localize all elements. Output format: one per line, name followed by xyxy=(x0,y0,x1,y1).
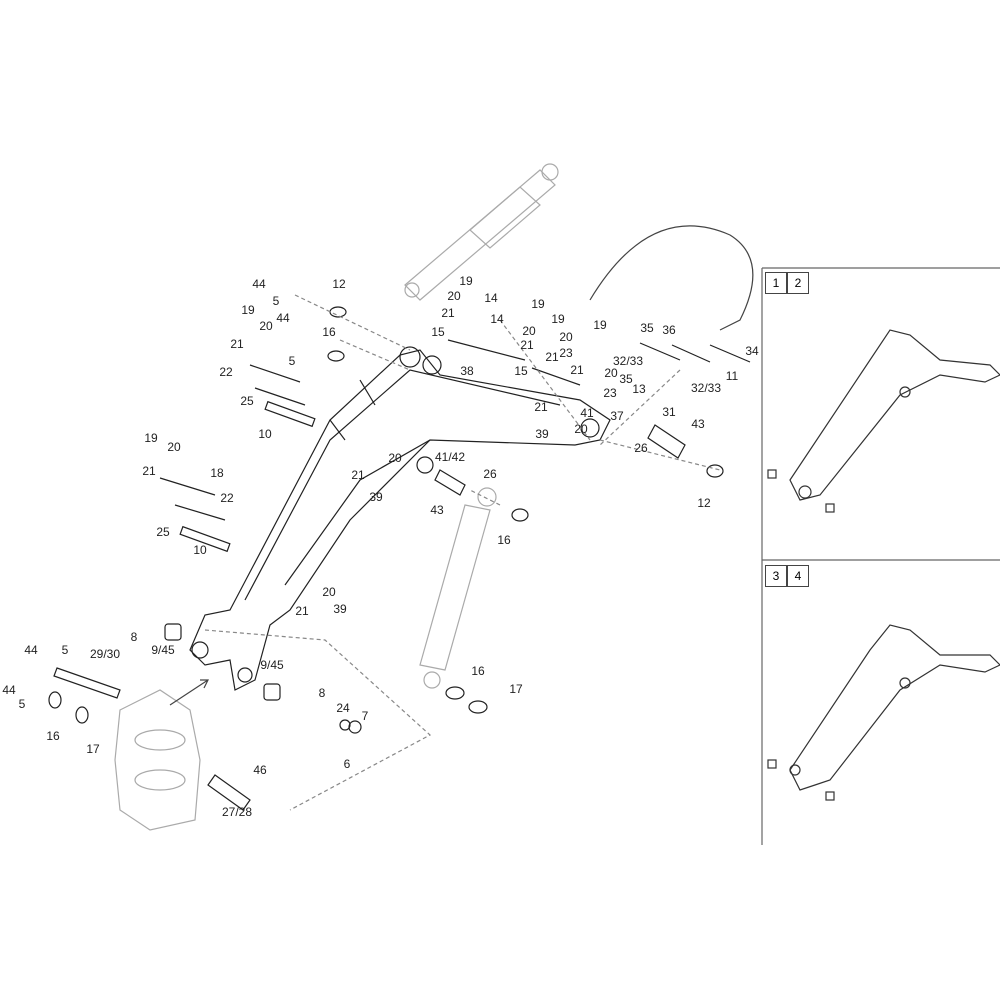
callout-38: 38 xyxy=(460,364,474,378)
curved-arrow xyxy=(589,225,754,331)
callout-46: 46 xyxy=(253,763,267,777)
callout-24: 24 xyxy=(336,701,350,715)
callout-20: 20 xyxy=(167,440,181,454)
callout-15: 15 xyxy=(431,325,445,339)
callout-5: 5 xyxy=(18,697,26,711)
callout-32-33: 32/33 xyxy=(612,354,644,368)
callout-21: 21 xyxy=(545,350,559,364)
callout-19: 19 xyxy=(241,303,255,317)
callout-39: 39 xyxy=(535,427,549,441)
callout-44: 44 xyxy=(2,683,16,697)
callout-16: 16 xyxy=(322,325,336,339)
variant-label-3: 3 xyxy=(765,565,787,587)
callout-44: 44 xyxy=(252,277,266,291)
callout-16: 16 xyxy=(471,664,485,678)
callout-21: 21 xyxy=(520,338,534,352)
callout-17: 17 xyxy=(86,742,100,756)
variant-label-2: 2 xyxy=(787,272,809,294)
callout-7: 7 xyxy=(361,709,369,723)
callout-21: 21 xyxy=(295,604,309,618)
callout-21: 21 xyxy=(351,468,365,482)
callout-21: 21 xyxy=(142,464,156,478)
callout-20: 20 xyxy=(447,289,461,303)
callout-19: 19 xyxy=(593,318,607,332)
callout-26: 26 xyxy=(634,441,648,455)
callout-44: 44 xyxy=(24,643,38,657)
callout-12: 12 xyxy=(332,277,346,291)
callout-20: 20 xyxy=(259,319,273,333)
callout-16: 16 xyxy=(46,729,60,743)
callout-18: 18 xyxy=(210,466,224,480)
callout-6: 6 xyxy=(343,757,351,771)
variant-boom-1 xyxy=(767,329,1000,513)
callout-25: 25 xyxy=(240,394,254,408)
callout-41-42: 41/42 xyxy=(434,450,466,464)
callout-29-30: 29/30 xyxy=(89,647,121,661)
swing-bracket xyxy=(114,689,201,831)
callout-26: 26 xyxy=(483,467,497,481)
callout-8: 8 xyxy=(130,630,138,644)
callout-22: 22 xyxy=(219,365,233,379)
parts xyxy=(48,306,751,811)
callout-35: 35 xyxy=(619,372,633,386)
boom xyxy=(189,346,611,691)
callout-44: 44 xyxy=(276,311,290,325)
arm-cylinder xyxy=(419,487,497,689)
callout-9-45: 9/45 xyxy=(151,643,175,657)
callout-43: 43 xyxy=(691,417,705,431)
variant-boom-2 xyxy=(767,624,1000,801)
callout-21: 21 xyxy=(570,363,584,377)
callout-9-45: 9/45 xyxy=(260,658,284,672)
callout-36: 36 xyxy=(662,323,676,337)
callout-20: 20 xyxy=(388,451,402,465)
callout-21: 21 xyxy=(230,337,244,351)
callout-27-28: 27/28 xyxy=(221,805,253,819)
callout-13: 13 xyxy=(632,382,646,396)
callout-34: 34 xyxy=(745,344,759,358)
callout-37: 37 xyxy=(610,409,624,423)
variant-label-4: 4 xyxy=(787,565,809,587)
callout-5: 5 xyxy=(272,294,280,308)
callout-11: 11 xyxy=(725,369,739,383)
callout-14: 14 xyxy=(490,312,504,326)
callout-19: 19 xyxy=(551,312,565,326)
callout-20: 20 xyxy=(559,330,573,344)
callout-16: 16 xyxy=(497,533,511,547)
callout-21: 21 xyxy=(534,400,548,414)
callout-23: 23 xyxy=(603,386,617,400)
callout-23: 23 xyxy=(559,346,573,360)
callout-12: 12 xyxy=(697,496,711,510)
callout-20: 20 xyxy=(604,366,618,380)
callout-15: 15 xyxy=(514,364,528,378)
callout-20: 20 xyxy=(322,585,336,599)
callout-10: 10 xyxy=(258,427,272,441)
callout-5: 5 xyxy=(61,643,69,657)
callout-21: 21 xyxy=(441,306,455,320)
callout-19: 19 xyxy=(144,431,158,445)
callout-35: 35 xyxy=(640,321,654,335)
callout-31: 31 xyxy=(662,405,676,419)
callout-43: 43 xyxy=(430,503,444,517)
callout-19: 19 xyxy=(459,274,473,288)
variant-label-1: 1 xyxy=(765,272,787,294)
callout-22: 22 xyxy=(220,491,234,505)
callout-32-33: 32/33 xyxy=(690,381,722,395)
callout-25: 25 xyxy=(156,525,170,539)
callout-20: 20 xyxy=(522,324,536,338)
callout-8: 8 xyxy=(318,686,326,700)
callout-39: 39 xyxy=(369,490,383,504)
variant-panel-frame xyxy=(761,267,1000,845)
callout-41: 41 xyxy=(580,406,594,420)
boom-cylinder xyxy=(404,163,559,301)
callout-10: 10 xyxy=(193,543,207,557)
callout-20: 20 xyxy=(574,422,588,436)
callout-5: 5 xyxy=(288,354,296,368)
leader-lines xyxy=(204,294,721,811)
callout-39: 39 xyxy=(333,602,347,616)
assembly-arrow xyxy=(169,679,209,706)
callout-19: 19 xyxy=(531,297,545,311)
callout-17: 17 xyxy=(509,682,523,696)
callout-14: 14 xyxy=(484,291,498,305)
